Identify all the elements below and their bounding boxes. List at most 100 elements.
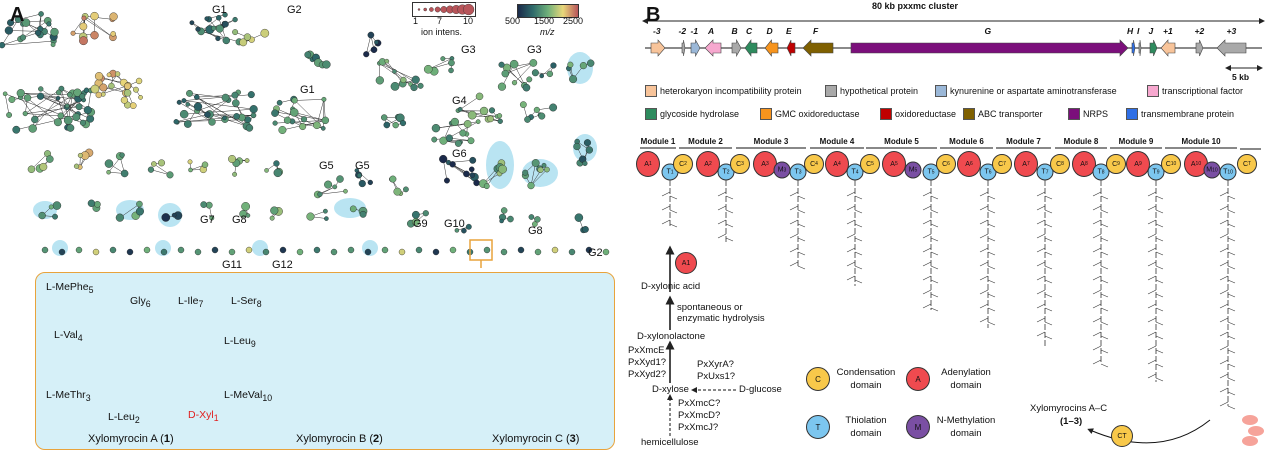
side-chain bbox=[979, 233, 996, 242]
cluster-title: 80 kb pxxmc cluster bbox=[872, 1, 959, 11]
gene-label: H bbox=[1127, 26, 1134, 36]
group-label: G8 bbox=[232, 214, 247, 226]
network-node bbox=[194, 248, 202, 256]
legend-label: heterokaryon incompatibility protein bbox=[660, 86, 802, 96]
network-node bbox=[104, 159, 114, 168]
side-chain bbox=[846, 233, 863, 242]
network-node bbox=[465, 223, 472, 230]
side-chain bbox=[1219, 191, 1236, 200]
network-node bbox=[136, 200, 143, 208]
xylonolactone-label: D-xylonolactone bbox=[637, 331, 706, 342]
legend-swatch bbox=[963, 108, 975, 120]
network-node bbox=[358, 179, 366, 188]
legend-item-hyp: hypothetical protein bbox=[825, 85, 918, 97]
network-node bbox=[245, 213, 251, 218]
group-label: G5 bbox=[355, 160, 370, 172]
gene-label: G bbox=[984, 26, 992, 36]
network-node bbox=[449, 161, 456, 168]
size-max-label: 10 bbox=[463, 16, 474, 26]
side-chain bbox=[717, 233, 734, 242]
side-chain bbox=[789, 205, 806, 214]
network-node bbox=[183, 120, 192, 128]
network-node bbox=[241, 202, 250, 211]
side-chain bbox=[1036, 233, 1053, 242]
network-node bbox=[38, 86, 44, 92]
network-node bbox=[567, 61, 574, 68]
side-chain bbox=[1036, 219, 1053, 228]
legend-swatch bbox=[760, 108, 772, 120]
side-chain bbox=[1092, 345, 1109, 354]
enzyme-label: PxXmcE bbox=[628, 345, 665, 356]
gene-label: A bbox=[708, 26, 715, 36]
network-cluster bbox=[73, 148, 94, 170]
domain-legend-line2: domain bbox=[950, 428, 982, 439]
residue-label: L-MeVal10 bbox=[224, 389, 273, 404]
network-node bbox=[151, 161, 157, 167]
hemicellulose-label: hemicellulose bbox=[641, 437, 699, 448]
network-node bbox=[390, 82, 400, 91]
network-node bbox=[138, 95, 143, 100]
network-node bbox=[57, 112, 65, 119]
network-node bbox=[324, 216, 329, 221]
side-chain bbox=[979, 303, 996, 312]
side-chain bbox=[1036, 317, 1053, 326]
network-edge bbox=[323, 99, 325, 129]
network-node bbox=[347, 246, 355, 254]
network-node bbox=[473, 179, 480, 187]
side-chain bbox=[922, 191, 939, 200]
legend-item-het: heterokaryon incompatibility protein bbox=[645, 85, 802, 97]
network-cluster bbox=[454, 223, 472, 234]
side-chain bbox=[1147, 359, 1164, 368]
network-node bbox=[194, 94, 200, 100]
side-chain bbox=[1147, 303, 1164, 312]
network-edge bbox=[183, 100, 254, 110]
network-node bbox=[4, 26, 14, 35]
network-node bbox=[479, 106, 489, 116]
side-chain bbox=[1036, 303, 1053, 312]
network-node bbox=[359, 210, 367, 218]
legend-label: NRPS bbox=[1083, 109, 1109, 119]
network-node bbox=[313, 121, 321, 130]
network-edge bbox=[379, 63, 415, 88]
network-node bbox=[511, 80, 518, 86]
network-edge bbox=[1, 38, 21, 46]
side-chain bbox=[1036, 205, 1053, 214]
network-edge bbox=[25, 106, 80, 114]
side-chain bbox=[922, 261, 939, 270]
gene-arrow bbox=[731, 38, 742, 58]
side-chain bbox=[661, 205, 678, 214]
network-cluster bbox=[2, 85, 96, 134]
domain-legend-line1: Adenylation bbox=[941, 367, 991, 378]
network-node bbox=[133, 86, 139, 93]
residue-label: D-Xyl1 bbox=[188, 409, 219, 424]
network-node bbox=[245, 246, 253, 254]
network-node bbox=[177, 246, 185, 254]
legend-swatch bbox=[825, 85, 837, 97]
network-node bbox=[573, 142, 581, 151]
peptide-chain bbox=[922, 180, 939, 312]
network-node bbox=[233, 113, 240, 120]
network-edge bbox=[176, 114, 208, 122]
network-cluster bbox=[381, 113, 407, 129]
side-chain bbox=[717, 205, 734, 214]
network-node bbox=[50, 42, 56, 48]
network-node bbox=[313, 246, 321, 254]
side-chain bbox=[1219, 233, 1236, 242]
network-node bbox=[247, 91, 255, 99]
gene-label: I bbox=[1137, 26, 1140, 36]
group-label: G2 bbox=[588, 247, 603, 259]
size-mid-label: 7 bbox=[437, 16, 443, 26]
group-label: G4 bbox=[452, 95, 467, 107]
network-node bbox=[367, 31, 375, 39]
network-cluster bbox=[423, 56, 455, 76]
network-node bbox=[7, 19, 15, 27]
network-node bbox=[498, 164, 507, 174]
cyclization-arrow bbox=[1087, 419, 1211, 444]
network-node bbox=[317, 191, 323, 197]
